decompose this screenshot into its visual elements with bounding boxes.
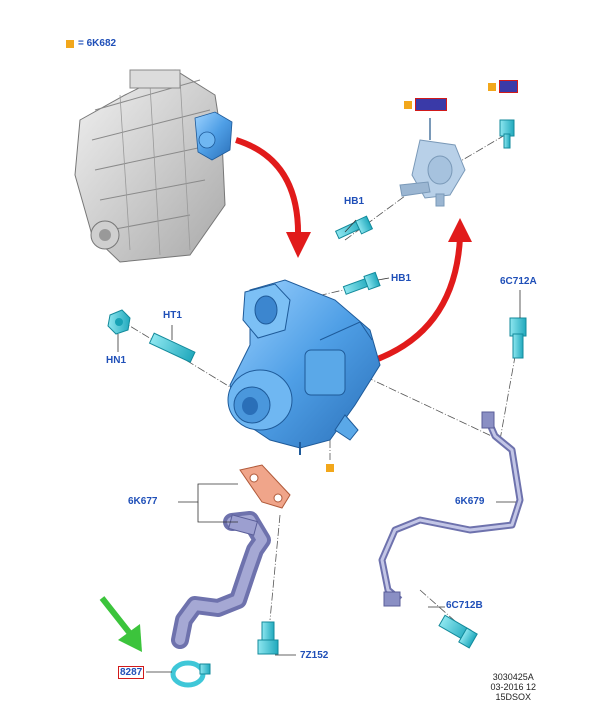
label-ht1: HT1 bbox=[163, 310, 182, 321]
fitting-6c712a bbox=[509, 317, 527, 359]
reference-code: 3030425A bbox=[492, 672, 534, 682]
label-actuator: 9F369 bbox=[415, 98, 448, 111]
label-6k677: 6K677 bbox=[128, 496, 158, 507]
legend-text: = 6K682 bbox=[78, 38, 117, 49]
label-8287: 8287 bbox=[118, 666, 145, 679]
reference-date: 03-2016 12 bbox=[490, 682, 536, 692]
highlight-arrow-green bbox=[99, 596, 142, 652]
label-hb1-upper: HB1 bbox=[344, 196, 365, 207]
actuator-bolt-swatch bbox=[488, 82, 496, 91]
wastegate-actuator bbox=[399, 118, 466, 207]
legend: = 6K682 bbox=[66, 38, 116, 49]
label-6c712a: 6C712A bbox=[500, 276, 537, 287]
reference-sox: 15DSOX bbox=[495, 692, 531, 702]
stud-ht1 bbox=[148, 332, 196, 363]
label-6k679: 6K679 bbox=[455, 496, 485, 507]
legend-markers bbox=[326, 464, 334, 472]
zoom-arrow-up bbox=[373, 218, 472, 363]
turbocharger bbox=[227, 279, 381, 455]
oil-pipe-6k679 bbox=[378, 411, 524, 607]
clamp-8287 bbox=[170, 660, 211, 688]
zoom-arrow-down bbox=[235, 137, 311, 258]
label-hb1-lower: HB1 bbox=[391, 273, 412, 284]
actuator-swatch bbox=[404, 100, 412, 109]
gasket-6k677 bbox=[239, 464, 291, 509]
bolt-hb1-lower bbox=[342, 271, 381, 295]
nut-hn1 bbox=[107, 309, 131, 335]
actuator-label-group: 9F369 bbox=[404, 98, 448, 111]
label-leaders bbox=[117, 219, 521, 673]
legend-swatch bbox=[66, 39, 74, 48]
bolt-hb1-upper bbox=[334, 215, 374, 240]
bolt-7z152 bbox=[257, 621, 279, 655]
reference-block: 3030425A 03-2016 12 15DSOX bbox=[490, 672, 536, 702]
actuator-bolt-label-group: W7 bbox=[488, 80, 518, 93]
oil-feed-pipe bbox=[171, 511, 271, 649]
label-hn1: HN1 bbox=[106, 355, 127, 366]
fitting-6c712b bbox=[438, 614, 478, 649]
engine-overview bbox=[74, 69, 233, 263]
label-actuator-bolt: W7 bbox=[499, 80, 518, 93]
label-6c712b: 6C712B bbox=[446, 600, 483, 611]
actuator-bolt bbox=[499, 119, 515, 149]
label-7z152: 7Z152 bbox=[300, 650, 329, 661]
